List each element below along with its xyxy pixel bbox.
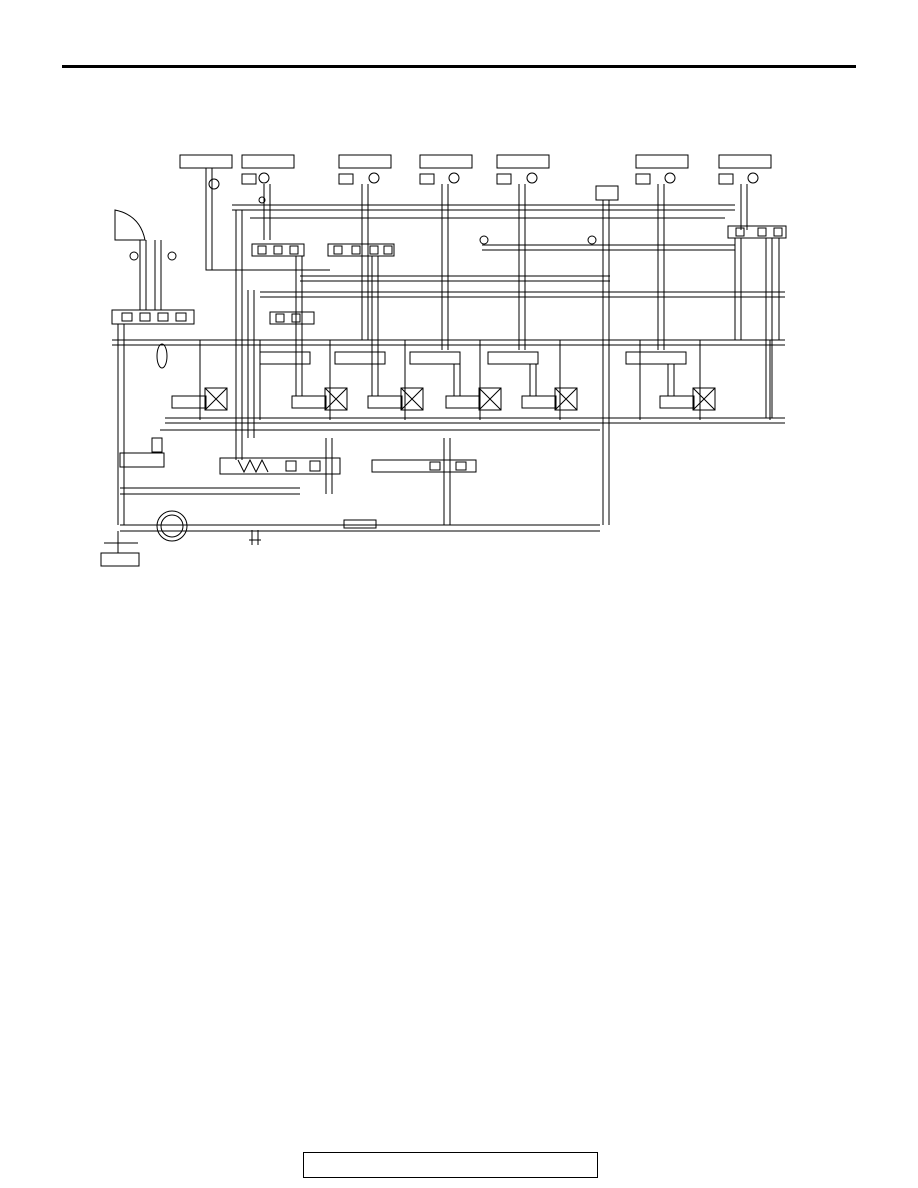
solenoid-valve-6 — [659, 387, 716, 411]
drain-plug — [249, 530, 261, 545]
check-ball-2 — [587, 235, 597, 245]
solenoid-valve-2 — [291, 387, 348, 411]
solenoid-valve-5 — [521, 387, 578, 411]
pressure-port-2 — [258, 172, 270, 184]
manual-valve — [251, 243, 305, 257]
connectors — [235, 210, 780, 460]
regulator-valve-body — [111, 309, 195, 325]
control-valve-5 — [625, 351, 687, 365]
fail-safe-valve — [269, 311, 315, 325]
solenoid-valve-4 — [445, 387, 502, 411]
label-box-4 — [419, 154, 473, 169]
pressure-ports — [208, 172, 759, 201]
label-box-7 — [718, 154, 772, 169]
header-rule — [62, 65, 856, 68]
torque-converter-valve — [371, 459, 477, 473]
pressure-port-3 — [368, 172, 380, 184]
pressure-port-4 — [448, 172, 460, 184]
pressure-port-7 — [747, 172, 759, 184]
relief-valve — [119, 452, 165, 468]
clutch-symbol-7 — [718, 173, 734, 185]
pressure-port-left-1 — [129, 251, 139, 261]
clutch-symbol-3 — [338, 173, 354, 185]
label-box-5 — [496, 154, 550, 169]
reservoir-bell — [114, 209, 146, 241]
label-box-1 — [179, 154, 233, 169]
right-spool-valve — [727, 225, 787, 239]
footer-box — [303, 1152, 598, 1178]
control-valves — [199, 340, 771, 420]
solenoid-valve-3 — [367, 387, 424, 411]
pressure-port-1 — [208, 178, 220, 190]
upper-valves — [251, 196, 787, 325]
hydraulic-circuit-diagram — [100, 154, 787, 567]
check-ball-1 — [479, 235, 489, 245]
pressure-port-left-2 — [167, 251, 177, 261]
label-box-3 — [338, 154, 392, 169]
pressure-port-5 — [526, 172, 538, 184]
accumulator-pair — [595, 185, 619, 201]
pressure-port-6 — [664, 172, 676, 184]
label-box-6 — [635, 154, 689, 169]
lower-valves — [219, 438, 477, 529]
oil-pump — [156, 510, 188, 542]
clutch-symbol-2 — [241, 173, 257, 185]
label-boxes — [100, 154, 772, 567]
label-box-8 — [100, 552, 140, 567]
clutch-symbol-5 — [496, 173, 512, 185]
cooler-orifice — [343, 519, 377, 529]
oil-strainer — [104, 531, 138, 553]
clutch-symbol-4 — [419, 173, 435, 185]
galleries — [112, 204, 785, 532]
filter-element — [156, 343, 168, 369]
control-valve-3 — [409, 351, 461, 365]
lockup-valve — [219, 457, 341, 475]
switching-valve — [327, 243, 395, 257]
solenoid-valves — [171, 387, 716, 411]
orifice-1 — [258, 196, 266, 204]
pump-section — [104, 209, 261, 553]
label-box-2 — [241, 154, 295, 169]
control-valve-4 — [487, 351, 539, 365]
solenoid-valve-1 — [171, 387, 228, 411]
clutch-symbol-6 — [635, 173, 651, 185]
control-valve-2 — [334, 351, 386, 365]
